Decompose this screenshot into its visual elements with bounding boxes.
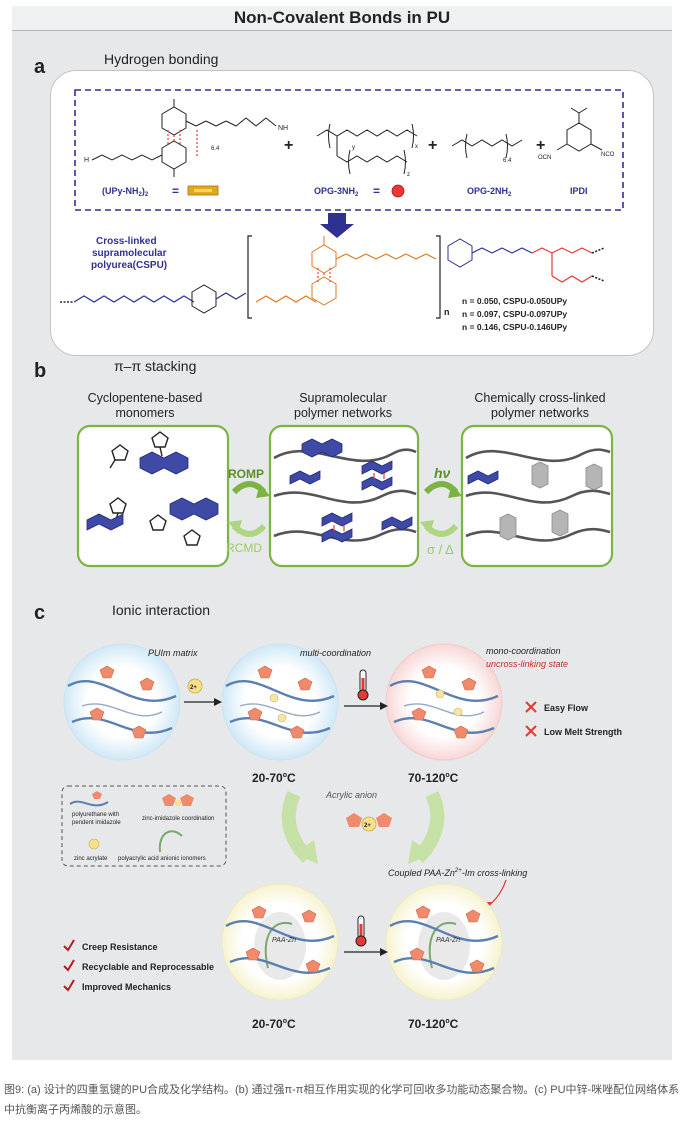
multi-label: multi-coordination bbox=[300, 648, 371, 658]
low-melt: Low Melt Strength bbox=[544, 727, 622, 737]
plus-2: + bbox=[428, 137, 437, 154]
easy-flow: Easy Flow bbox=[544, 703, 589, 713]
zn-ion-icon bbox=[187, 678, 203, 694]
uncross-label: uncross-linking state bbox=[486, 659, 568, 669]
acrylic-label: Acrylic anion bbox=[325, 790, 377, 800]
check-icon-2 bbox=[63, 959, 75, 972]
legend-zic: zinc-imidazole coordination bbox=[142, 816, 214, 822]
mono-coordination-sphere bbox=[385, 643, 503, 761]
sub-x: x bbox=[415, 144, 418, 150]
composition-2: n = 0.097, CSPU-0.097UPy bbox=[462, 309, 567, 319]
sub-y: y bbox=[352, 145, 355, 151]
panel-b-artwork: ROMP RCMD hν σ / Δ Cyclopentene-based mo… bbox=[76, 391, 614, 568]
panel-b-heading: π–π stacking bbox=[108, 358, 203, 374]
composition-1: n = 0.050, CSPU-0.050UPy bbox=[462, 296, 567, 306]
paa-zn-label-2: PAA-Zn bbox=[436, 937, 460, 944]
zn-ion-label-2: 2+ bbox=[364, 823, 371, 829]
ipdi-ocn: OCN bbox=[538, 155, 551, 161]
thermometer-icon bbox=[357, 669, 369, 701]
multi-coordination-sphere bbox=[221, 643, 339, 761]
low-melt-x-icon bbox=[525, 725, 537, 737]
reaction-arrow-down bbox=[320, 213, 354, 238]
panel-c-heading: Ionic interaction bbox=[106, 602, 217, 618]
figure-artwork: 6.4 NH H + x y z + bbox=[60, 89, 624, 568]
cspu-line1: Cross-linked bbox=[96, 236, 157, 247]
sub-z: z bbox=[407, 172, 410, 178]
mono-label: mono-coordination bbox=[486, 646, 561, 656]
nh2-upy: NH bbox=[278, 125, 288, 132]
hv-label: hν bbox=[434, 465, 451, 481]
opg3-structure bbox=[316, 123, 418, 175]
legend-box bbox=[61, 785, 227, 867]
panel-b-letter: b bbox=[34, 360, 47, 382]
hbond-dashes-upy bbox=[167, 130, 198, 156]
repeat-n: n bbox=[444, 307, 450, 317]
composition-3: n = 0.146, CSPU-0.146UPy bbox=[462, 322, 567, 332]
col1-line1: Cyclopentene-based bbox=[88, 391, 203, 405]
opg2-structure bbox=[451, 133, 523, 159]
zn-ion-label: 2+ bbox=[190, 685, 197, 691]
cspu-structure bbox=[60, 235, 605, 319]
upy-label: (UPy-NH2)2 bbox=[102, 186, 149, 198]
col1-line2: monomers bbox=[115, 406, 174, 420]
monomer-box: 6.4 NH H + x y z + bbox=[74, 89, 624, 211]
romp-label: ROMP bbox=[228, 467, 264, 481]
check-icon-3 bbox=[63, 979, 75, 992]
legend-paa: polyacrylic acid anionic ionomers bbox=[118, 856, 206, 862]
ipdi-label: IPDI bbox=[570, 186, 588, 196]
check-icon-1 bbox=[63, 939, 75, 952]
opg3-label: OPG-3NH2 bbox=[314, 186, 359, 198]
temp-label-4: 70-120oC bbox=[408, 1017, 459, 1031]
panel-c-letter: c bbox=[34, 602, 46, 624]
prop-recyclable: Recyclable and Reprocessable bbox=[82, 962, 214, 972]
puim-matrix-sphere bbox=[63, 643, 181, 761]
rcmd-label: RCMD bbox=[226, 541, 262, 555]
col2-line1: Supramolecular bbox=[299, 391, 387, 405]
h2n-upy: H bbox=[84, 157, 89, 164]
plus-1: + bbox=[284, 137, 293, 154]
legend-pu-line2: pendent imidazole bbox=[72, 820, 121, 826]
figure-title: Non-Covalent Bonds in PU bbox=[12, 6, 672, 31]
sigma-label: σ / Δ bbox=[427, 542, 454, 557]
col3-line1: Chemically cross-linked bbox=[474, 391, 605, 405]
plus-3: + bbox=[536, 137, 545, 154]
opg3-sphere-icon bbox=[391, 184, 405, 198]
opg3-equals: = bbox=[373, 184, 380, 198]
ipdi-structure bbox=[556, 107, 603, 152]
panel-a-letter: a bbox=[34, 56, 46, 78]
coupled-label: Coupled PAA-Zn2+-Im cross-linking bbox=[388, 868, 527, 878]
upy-equals: = bbox=[172, 184, 179, 198]
temp-label-2: 70-120oC bbox=[408, 771, 459, 785]
opg2-label: OPG-2NH2 bbox=[467, 186, 512, 198]
figure-caption: 图9: (a) 设计的四重氢键的PU合成及化学结构。(b) 通过强π-π相互作用… bbox=[4, 1084, 680, 1116]
temp-label-3: 20-70oC bbox=[252, 1017, 296, 1031]
paa-zn-label-1: PAA-Zn bbox=[272, 937, 296, 944]
puim-label: PUIm matrix bbox=[148, 648, 198, 658]
ipdi-nco: NCO bbox=[601, 152, 615, 158]
panel-a-heading: Hydrogen bonding bbox=[98, 51, 225, 67]
easy-flow-x-icon bbox=[525, 701, 537, 713]
panel-c-artwork: PUIm matrix multi-coordination mono-coor… bbox=[61, 643, 622, 1031]
legend-pu-line1: polyurethane with bbox=[72, 812, 119, 818]
thermometer-icon-2 bbox=[355, 915, 367, 947]
figure: Non-Covalent Bonds in PU a Hydrogen bond… bbox=[12, 6, 672, 1060]
legend-za: zinc acrylate bbox=[74, 856, 108, 862]
sub-64-opg2: 6.4 bbox=[503, 158, 512, 164]
col2-line2: polymer networks bbox=[294, 406, 392, 420]
sub-64-upy: 6.4 bbox=[211, 146, 220, 152]
temp-label-1: 20-70oC bbox=[252, 771, 296, 785]
upy-dimer-structure bbox=[91, 99, 277, 177]
cspu-line3: polyurea(CSPU) bbox=[91, 260, 167, 271]
upy-block-icon bbox=[187, 185, 219, 196]
panel-a bbox=[50, 70, 654, 356]
prop-mechanics: Improved Mechanics bbox=[82, 982, 171, 992]
prop-creep: Creep Resistance bbox=[82, 942, 158, 952]
col3-line2: polymer networks bbox=[491, 406, 589, 420]
cspu-line2: supramolecular bbox=[92, 248, 167, 259]
